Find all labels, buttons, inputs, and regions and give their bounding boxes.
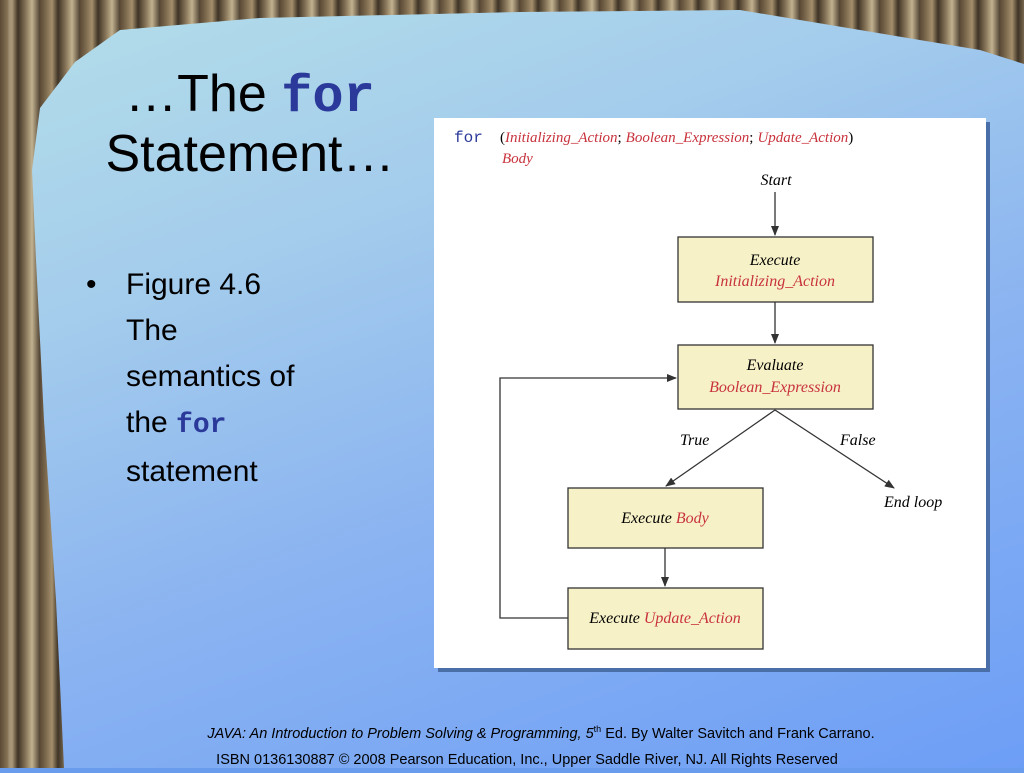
init-box [677, 236, 874, 303]
syntax-keyword: for [454, 129, 483, 147]
eval-box [677, 344, 874, 410]
update-box-target: Update_Action [644, 610, 741, 627]
syntax-sep-1: ; [618, 130, 622, 146]
bullet-list: • Figure 4.6 The semantics of the for st… [82, 262, 382, 495]
eval-box-line-2: Boolean_Expression [709, 379, 841, 396]
syntax-sep-2: ; [749, 130, 753, 146]
bullet-item: • Figure 4.6 The semantics of the for st… [82, 262, 382, 495]
bullet-line-2: The [126, 314, 178, 347]
update-box [567, 587, 764, 650]
flowchart-figure: for (Initializing_Action;Boolean_Express… [434, 118, 986, 668]
bullet-line-4: the [126, 406, 177, 439]
flowchart-svg: for (Initializing_Action;Boolean_Express… [454, 129, 942, 650]
update-box-verb: Execute [588, 610, 640, 627]
arrow-false-branch [774, 409, 895, 489]
eval-box-line-1: Evaluate [746, 357, 804, 374]
syntax-init: Initializing_Action [504, 130, 618, 146]
bullet-line-1: Figure 4.6 [126, 268, 262, 301]
body-box-verb: Execute [620, 510, 672, 527]
slide-title: …The for Statement… [60, 66, 440, 182]
title-prefix: …The [125, 65, 282, 123]
syntax-body: Body [502, 151, 533, 167]
arrow-loop-back [499, 374, 677, 619]
footer-line-1: JAVA: An Introduction to Problem Solving… [0, 716, 1024, 747]
footer-authors: Ed. By Walter Savitch and Frank Carrano. [601, 725, 875, 742]
title-suffix: Statement… [105, 125, 395, 183]
syntax-line: (Initializing_Action;Boolean_Expression;… [500, 130, 853, 146]
arrow-true-branch [665, 409, 776, 487]
false-label: False [839, 432, 876, 449]
bullet-marker: • [86, 268, 97, 301]
footer: JAVA: An Introduction to Problem Solving… [0, 716, 1024, 773]
init-box-line-1: Execute [749, 252, 801, 269]
init-box-line-2: Initializing_Action [714, 273, 835, 290]
body-box-target: Body [676, 510, 710, 527]
bullet-line-5: statement [126, 455, 258, 488]
bullet-keyword: for [176, 410, 227, 441]
syntax-open-paren: ( [500, 130, 505, 146]
end-loop-label: End loop [883, 494, 942, 511]
bullet-line-3: semantics of [126, 360, 295, 393]
footer-edition-sup: th [593, 724, 602, 734]
start-label: Start [760, 172, 792, 189]
title-keyword: for [281, 68, 375, 127]
syntax-close-paren: ) [848, 130, 853, 146]
syntax-update: Update_Action [757, 130, 848, 146]
footer-book-title: JAVA: An Introduction to Problem Solving… [207, 725, 594, 742]
footer-line-2: ISBN 0136130887 © 2008 Pearson Education… [216, 751, 838, 768]
syntax-boolean: Boolean_Expression [626, 130, 750, 146]
true-label: True [680, 432, 709, 449]
